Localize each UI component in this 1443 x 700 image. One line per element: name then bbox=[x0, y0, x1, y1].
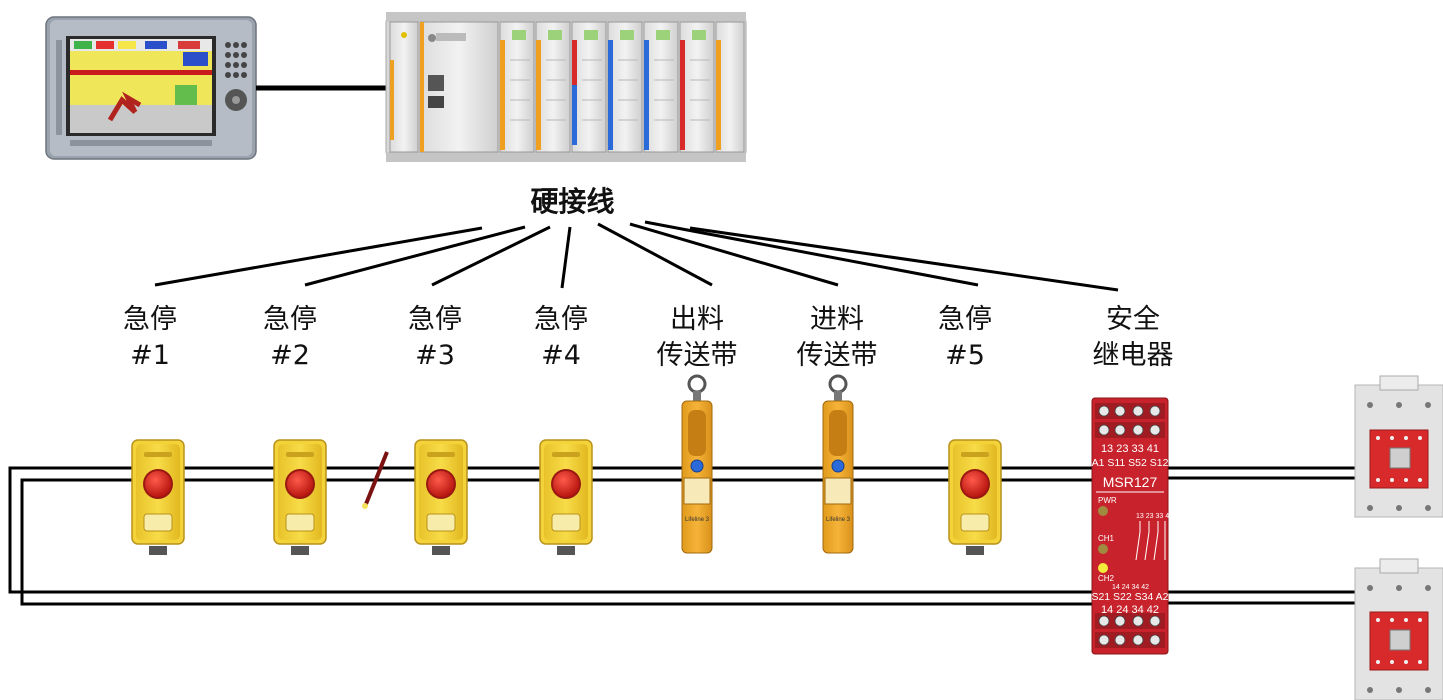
relay-bottom-terminals: S21 S22 S34 A2 bbox=[1091, 591, 1168, 603]
relay-contacts-top: 13 23 33 41 bbox=[1136, 513, 1173, 520]
device-label-line2: #3 bbox=[415, 340, 455, 371]
estop-station-1 bbox=[131, 439, 185, 555]
relay-ch2-led bbox=[1098, 563, 1108, 573]
device-label-estop-2: 急停 #2 bbox=[240, 302, 340, 374]
plc-io-modules bbox=[499, 21, 745, 153]
device-label-estop-4: 急停 #4 bbox=[511, 302, 611, 374]
broken-wire-marker bbox=[362, 451, 389, 509]
estop-red-button bbox=[428, 471, 454, 497]
hmi-screen bbox=[70, 39, 212, 133]
device-label-estop-5: 急停 #5 bbox=[915, 302, 1015, 374]
relay-contacts-bottom: 14 24 34 42 bbox=[1112, 584, 1149, 591]
relay-top-terminals: 13 23 33 41 bbox=[1101, 443, 1159, 455]
estop-station-4 bbox=[539, 439, 593, 555]
estop-red-button bbox=[553, 471, 579, 497]
device-label-line2: 继电器 bbox=[1092, 340, 1174, 371]
fanout-lines bbox=[154, 220, 1119, 292]
estop-station-3 bbox=[414, 439, 468, 555]
device-label-line1: 进料 bbox=[810, 304, 864, 335]
relay-model: MSR127 bbox=[1103, 474, 1158, 490]
device-label-safety-relay: 安全 继电器 bbox=[1078, 302, 1188, 374]
relay-ch1-label: CH1 bbox=[1098, 534, 1115, 543]
relay-top-terminals-2: A1 S11 S52 S12 bbox=[1092, 457, 1169, 469]
device-label-line2: #2 bbox=[270, 340, 310, 371]
rope-switch-brand: Lifeline 3 bbox=[685, 517, 710, 523]
device-label-line2: 传送带 bbox=[656, 340, 738, 371]
device-label-line2: #4 bbox=[541, 340, 581, 371]
device-label-line1: 急停 bbox=[534, 304, 588, 335]
rope-pull-switch-2: Lifeline 3 bbox=[822, 374, 854, 554]
relay-pwr-label: PWR bbox=[1098, 496, 1117, 505]
device-label-line1: 出料 bbox=[670, 304, 724, 335]
hmi-keypad bbox=[225, 42, 247, 111]
estop-red-button bbox=[145, 471, 171, 497]
device-label-line2: #1 bbox=[130, 340, 170, 371]
hmi-function-keys bbox=[56, 40, 212, 146]
device-label-line1: 急停 bbox=[123, 304, 177, 335]
estop-red-button bbox=[287, 471, 313, 497]
device-label-line2: 传送带 bbox=[796, 340, 878, 371]
relay-pwr-led bbox=[1098, 506, 1108, 516]
relay-ch2-label: CH2 bbox=[1098, 574, 1115, 583]
rope-switch-brand: Lifeline 3 bbox=[826, 517, 851, 523]
device-label-line1: 安全 bbox=[1106, 304, 1160, 335]
device-label-line1: 急停 bbox=[408, 304, 462, 335]
device-label-line1: 急停 bbox=[263, 304, 317, 335]
relay-ch1-led bbox=[1098, 544, 1108, 554]
device-label-line2: #5 bbox=[945, 340, 985, 371]
device-label-outfeed-conveyor: 出料 传送带 bbox=[642, 302, 752, 374]
device-label-infeed-conveyor: 进料 传送带 bbox=[782, 302, 892, 374]
rope-pull-switch-1: Lifeline 3 bbox=[681, 374, 713, 554]
plc-rack bbox=[385, 12, 747, 162]
hardwire-title: 硬接线 bbox=[530, 185, 615, 218]
estop-red-button bbox=[962, 471, 988, 497]
contactor-1 bbox=[1354, 375, 1443, 518]
estop-station-5 bbox=[948, 439, 1002, 555]
safety-relay-msr127: 13 23 33 41 A1 S11 S52 S12 MSR127 PWR 13… bbox=[1091, 397, 1173, 655]
device-label-line1: 急停 bbox=[938, 304, 992, 335]
contactor-2 bbox=[1354, 558, 1443, 700]
device-label-estop-3: 急停 #3 bbox=[385, 302, 485, 374]
hmi-panel bbox=[45, 16, 257, 160]
device-label-estop-1: 急停 #1 bbox=[100, 302, 200, 374]
relay-bottom-terminals-2: 14 24 34 42 bbox=[1101, 604, 1159, 616]
estop-station-2 bbox=[273, 439, 327, 555]
